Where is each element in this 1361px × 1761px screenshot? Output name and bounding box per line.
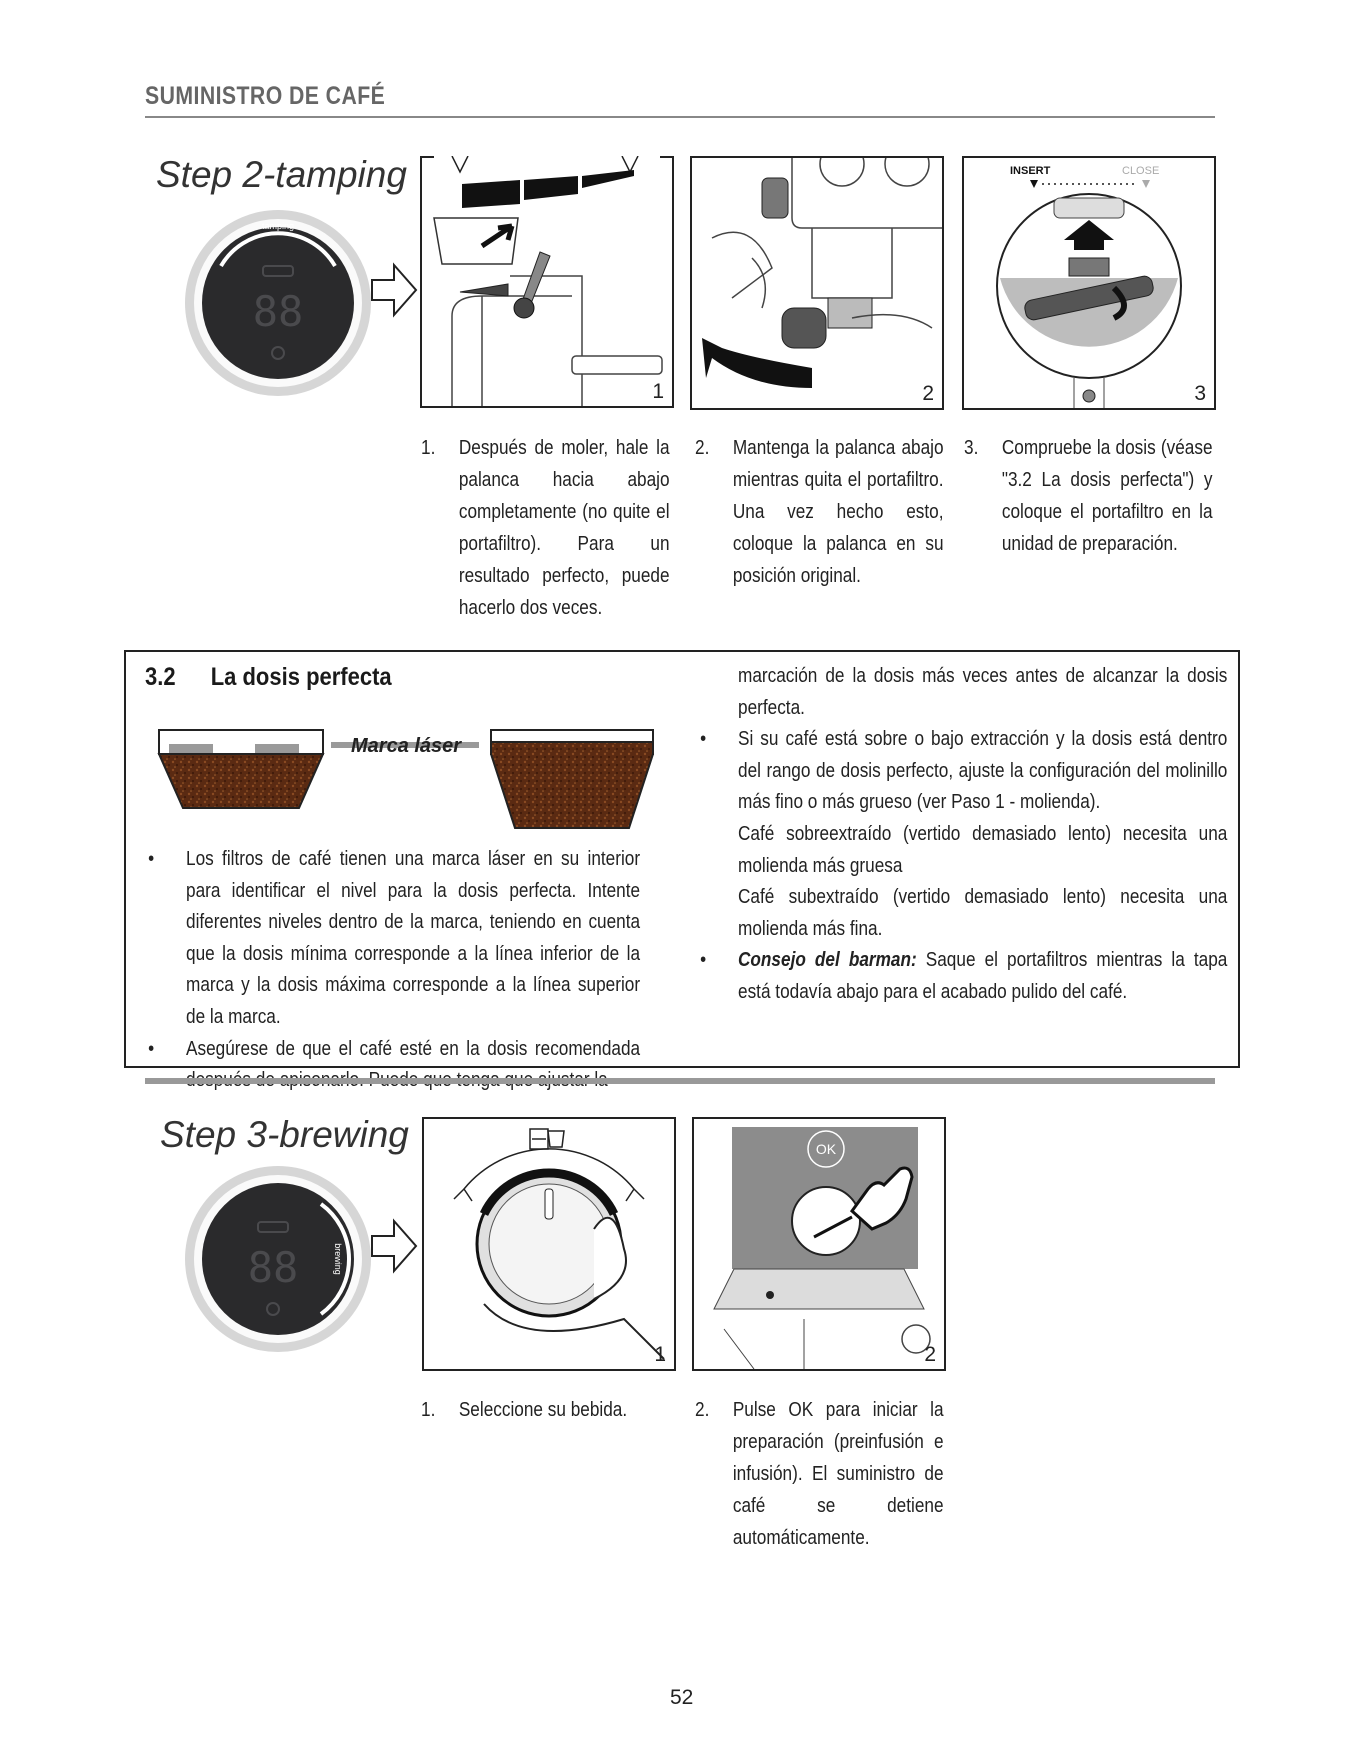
header-divider — [145, 116, 1215, 118]
list-number: 1. — [421, 437, 436, 459]
svg-text:88: 88 — [253, 287, 304, 336]
list-item: •Los filtros de café tienen una marca lá… — [148, 848, 641, 1028]
dial-label-tamping: tamping — [262, 221, 294, 231]
page-number: 52 — [670, 1686, 694, 1709]
barista-tip: •Consejo del barman: Saque el portafiltr… — [700, 949, 1228, 1003]
section-divider — [145, 1078, 1215, 1084]
over-extracted-text: Café sobreextraído (vertido demasiado le… — [738, 822, 1228, 877]
ok-label: OK — [816, 1141, 837, 1157]
panel-number: 1 — [654, 1343, 666, 1366]
step2-title: Step 2-tamping — [156, 154, 407, 195]
step3-panel-2: OK 2 — [692, 1117, 946, 1371]
step2-text-1: 1. Después de moler, hale la palanca hac… — [421, 432, 705, 632]
arrow-right-icon — [370, 1218, 418, 1274]
arrow-right-icon — [370, 262, 418, 318]
list-number: 2. — [695, 437, 710, 459]
dose-illustration: Marca láser — [155, 728, 655, 834]
continuation-text: marcación de la dosis más veces antes de… — [738, 665, 1228, 719]
under-extracted-text: Café subextraído (vertido demasiado lent… — [738, 886, 1228, 940]
step3-text-1: 1. Seleccione su bebida. — [421, 1394, 705, 1594]
step3-text-2: 2. Pulse OK para iniciar la preparación … — [695, 1394, 979, 1594]
dose-left-column: •Los filtros de café tienen una marca lá… — [148, 844, 641, 1097]
section-header: SUMINISTRO DE CAFÉ — [145, 82, 386, 110]
list-number: 3. — [964, 437, 979, 459]
section-title: 3.2 La dosis perfecta — [145, 663, 392, 692]
step2-text-3: 3. Compruebe la dosis (véase "3.2 La dos… — [964, 432, 1248, 632]
list-text: Después de moler, hale la palanca hacia … — [458, 437, 670, 619]
panel-number: 3 — [1194, 382, 1206, 405]
panel-number: 1 — [652, 380, 664, 403]
list-text: Seleccione su bebida. — [458, 1399, 628, 1421]
step2-panel-2: 2 — [690, 156, 944, 410]
list-text: Compruebe la dosis (véase "3.2 La dosis … — [1001, 437, 1213, 555]
list-item: •Asegúrese de que el café esté en la dos… — [148, 1037, 641, 1092]
step2-text-2: 2. Mantenga la palanca abajo mientras qu… — [695, 432, 979, 632]
list-item: •Si su café está sobre o bajo extracción… — [700, 728, 1228, 814]
section-number: 3.2 — [145, 663, 176, 691]
list-text: Mantenga la palanca abajo mientras quita… — [732, 437, 944, 587]
close-label: CLOSE — [1122, 165, 1159, 177]
dial-label-brewing: brewing — [333, 1243, 343, 1275]
step3-title: Step 3-brewing — [160, 1114, 409, 1155]
panel-number: 2 — [922, 382, 934, 405]
svg-text:88: 88 — [248, 1243, 299, 1292]
list-number: 1. — [421, 1399, 436, 1421]
dose-info-box — [124, 650, 1240, 1068]
insert-label: INSERT — [1010, 165, 1051, 177]
dose-right-column: marcación de la dosis más veces antes de… — [700, 661, 1228, 1009]
list-number: 2. — [695, 1399, 710, 1421]
laser-mark-label: Marca láser — [351, 735, 462, 757]
step2-panel-3: INSERT CLOSE 3 — [962, 156, 1216, 410]
step2-dial: tamping 88 — [183, 208, 373, 398]
step2-panel-1: 1 — [420, 156, 674, 408]
panel-number: 2 — [924, 1343, 936, 1366]
list-text: Pulse OK para iniciar la preparación (pr… — [732, 1399, 944, 1549]
step3-panel-1: 1 — [422, 1117, 676, 1371]
step3-dial: brewing 88 — [183, 1164, 373, 1354]
section-heading: La dosis perfecta — [210, 663, 392, 691]
